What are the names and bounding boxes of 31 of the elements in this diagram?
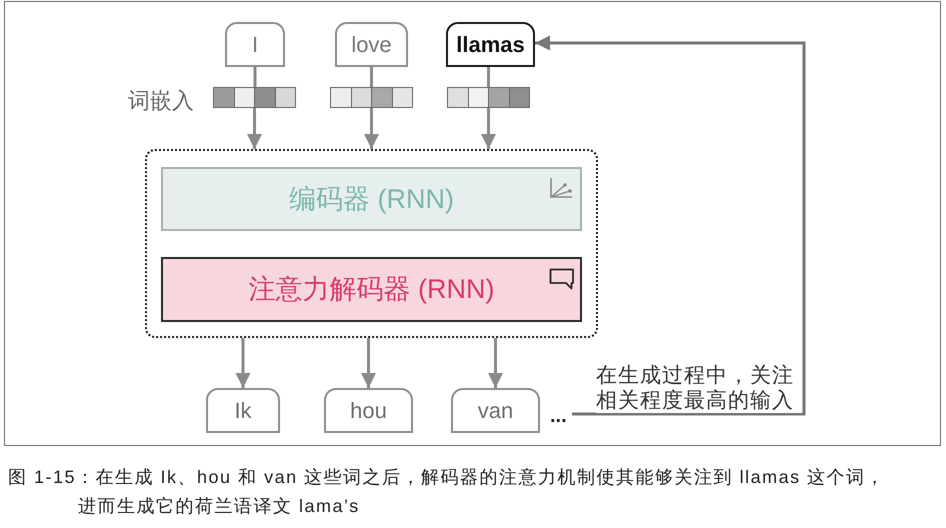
embedding-bar (330, 87, 413, 108)
token-label: I (252, 31, 258, 59)
dotted-frame (145, 149, 598, 338)
encoder-block (161, 167, 582, 231)
ellipsis: ... (550, 403, 572, 425)
edge-label: 在生成过程中，关注相关程度最高的输入 (596, 363, 802, 413)
arrow (361, 338, 376, 388)
token-label: Ik (234, 397, 252, 425)
decoder-label: 注意力解码器 (RNN) (248, 273, 494, 306)
token-label: hou (350, 397, 387, 425)
arrow (236, 338, 250, 388)
token-box (206, 388, 280, 433)
token-box (324, 388, 413, 433)
token-label: llamas (456, 31, 525, 59)
token-label: van (478, 397, 514, 425)
embedding-bar (213, 87, 296, 108)
arrow (488, 338, 503, 388)
arrow (535, 36, 806, 416)
token-box (451, 388, 540, 433)
arrow (481, 108, 496, 149)
decoder-block (161, 257, 582, 322)
encoder-label: 编码器 (RNN) (289, 182, 454, 216)
token-box (335, 22, 408, 67)
row-label: 词嵌入 (128, 87, 194, 115)
token-label: love (351, 31, 392, 59)
token-box (446, 22, 535, 67)
embedding-bar (447, 87, 530, 108)
figure-caption: 图 1-15：在生成 Ik、hou 和 van 这些词之后，解码器的注意力机制使其能够关注到 llamas 这个词，进而生成它的荷兰语译文 lama’s (8, 466, 886, 518)
arrow (364, 108, 379, 149)
arrow (247, 108, 262, 149)
token-box (225, 22, 285, 67)
